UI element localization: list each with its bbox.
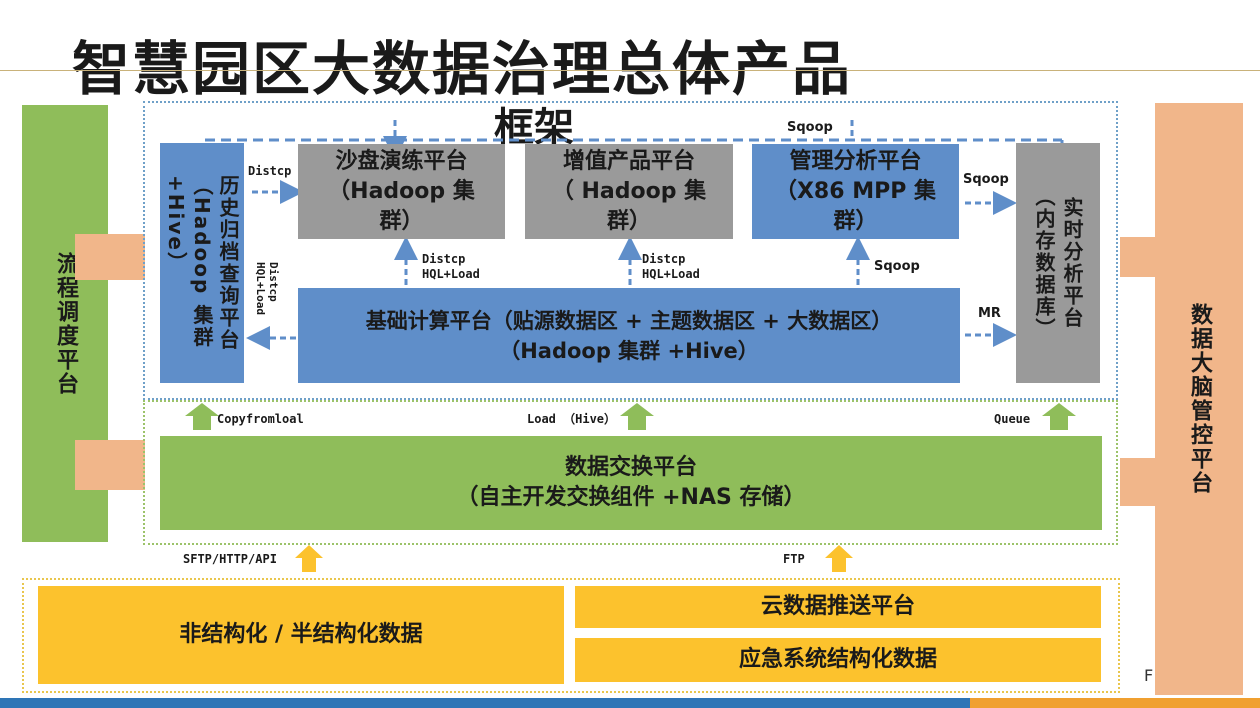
footer-stripe-orange [970, 698, 1260, 708]
base-computing-box: 基础计算平台（贴源数据区 + 主题数据区 + 大数据区） （Hadoop 集群 … [298, 288, 960, 383]
ftp-arrow [825, 545, 853, 572]
compute-frame [143, 101, 1118, 400]
data-brain-label: 数据大脑管控平台 [1187, 303, 1212, 495]
distcp-side-label: Distcp HQL+Load [254, 262, 280, 315]
data-brain-bar: 数据大脑管控平台 [1155, 103, 1243, 695]
unstructured-data-box: 非结构化 / 半结构化数据 [38, 586, 564, 684]
left-connector-upper [75, 234, 145, 280]
sandbox-platform-box: 沙盘演练平台 （Hadoop 集 群） [298, 144, 505, 239]
page-mark: F [1144, 666, 1154, 685]
sandbox-platform-label: 沙盘演练平台 （Hadoop 集 群） [328, 148, 475, 234]
title-divider [0, 70, 1260, 71]
history-archive-label: 历史归档查询平台 （Hadoop 集群 +Hive） [164, 175, 240, 351]
base-computing-label: 基础计算平台（贴源数据区 + 主题数据区 + 大数据区） （Hadoop 集群 … [365, 308, 893, 363]
left-connector-lower [75, 440, 145, 490]
source-frame [22, 578, 1120, 693]
management-analysis-box: 管理分析平台 （X86 MPP 集 群） [752, 144, 959, 239]
mr-label: MR [978, 306, 1001, 321]
data-exchange-label: 数据交换平台 （自主开发交换组件 +NAS 存储） [456, 455, 806, 510]
history-archive-box: 历史归档查询平台 （Hadoop 集群 +Hive） [160, 143, 244, 383]
management-analysis-label: 管理分析平台 （X86 MPP 集 群） [774, 148, 937, 234]
distcp-mid1-label: Distcp HQL+Load [422, 252, 480, 281]
emergency-data-box: 应急系统结构化数据 [575, 638, 1101, 682]
page-subtitle: 框架 [494, 105, 574, 144]
cloud-push-label: 云数据推送平台 [760, 594, 915, 619]
exchange-frame [143, 400, 1118, 545]
realtime-analysis-label: 实时分析平台 （内存数据库） [1032, 186, 1084, 340]
ftp-label: FTP [783, 552, 805, 566]
queue-label: Queue [994, 412, 1031, 426]
value-added-platform-box: 增值产品平台 （ Hadoop 集 群） [525, 144, 733, 239]
distcp-top-label: Distcp [248, 164, 292, 178]
load-arrow [620, 403, 654, 430]
emergency-data-label: 应急系统结构化数据 [738, 647, 937, 672]
page-title: 智慧园区大数据治理总体产品 [72, 35, 853, 103]
sftp-label: SFTP/HTTP/API [183, 552, 277, 566]
sqoop-top-label: Sqoop [787, 120, 833, 135]
copyfrom-arrow [185, 403, 219, 430]
sqoop-mid-label: Sqoop [874, 259, 920, 274]
process-scheduling-label: 流程调度平台 [53, 251, 78, 396]
footer-stripe-blue [0, 698, 970, 708]
data-exchange-box: 数据交换平台 （自主开发交换组件 +NAS 存储） [160, 436, 1102, 530]
right-connector-upper [1120, 237, 1160, 277]
distcp-mid2-label: Distcp HQL+Load [642, 252, 700, 281]
sftp-arrow [295, 545, 323, 572]
copyfrom-label: Copyfromloal [217, 412, 304, 426]
realtime-analysis-box: 实时分析平台 （内存数据库） [1016, 143, 1100, 383]
load-hive-label: Load （Hive） [527, 412, 617, 426]
right-connector-lower [1120, 458, 1160, 506]
unstructured-data-label: 非结构化 / 半结构化数据 [179, 622, 423, 647]
cloud-push-box: 云数据推送平台 [575, 586, 1101, 628]
sqoop-right-label: Sqoop [963, 172, 1009, 187]
value-added-platform-label: 增值产品平台 （ Hadoop 集 群） [551, 148, 707, 234]
queue-arrow [1042, 403, 1076, 430]
